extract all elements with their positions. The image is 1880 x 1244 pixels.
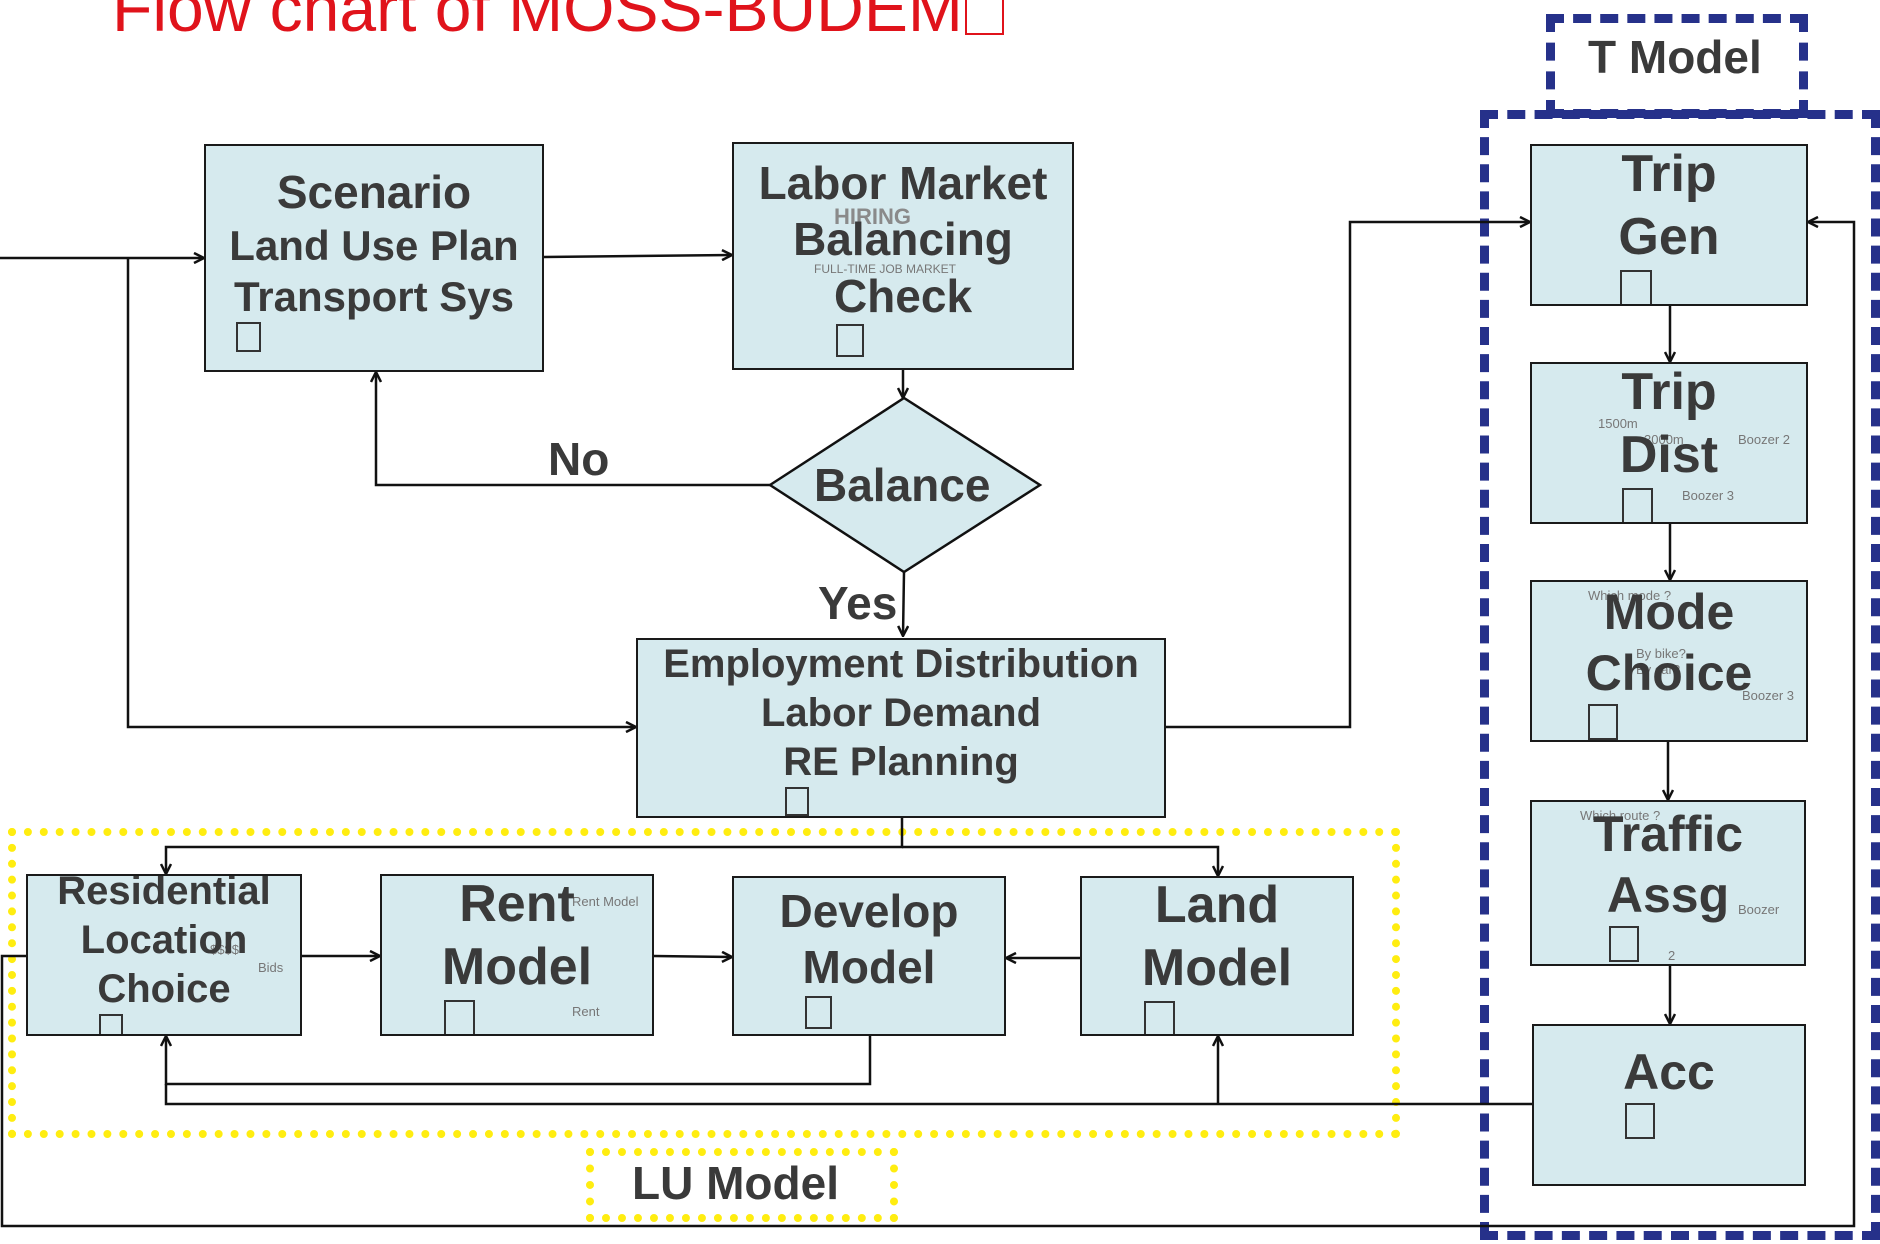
- edge-employment-residential: [166, 818, 904, 874]
- mode-choice-box: Which mode ? By bike? By car? Boozer 3 M…: [1530, 580, 1808, 742]
- edge-rent-develop: [653, 956, 732, 957]
- lu-model-label: LU Model: [632, 1157, 839, 1209]
- traffic-assg-box: Which route ? Boozer 2 Traffic Assg: [1530, 800, 1806, 966]
- scenario-box: Scenario Land Use Plan Transport Sys: [204, 144, 544, 372]
- lu-model-frame: [8, 828, 1400, 1138]
- edge-employment-land: [902, 845, 1218, 876]
- lu-model-label-box: [586, 1148, 898, 1222]
- edge-input-employment: [126, 258, 636, 727]
- acc-box: Acc: [1532, 1024, 1806, 1186]
- residential-location-box: $$$$ Bids Residential Location Choice: [26, 874, 302, 1036]
- trip-gen-box: Trip Gen: [1530, 144, 1808, 306]
- edge-luframe-loop: [0, 222, 1856, 1228]
- land-model-box: Land Model: [1080, 876, 1354, 1036]
- no-label: No: [548, 433, 610, 485]
- balance-label: Balance: [814, 459, 991, 511]
- labor-market-box: HIRING FULL-TIME JOB MARKET Labor Market…: [732, 142, 1074, 370]
- t-model-label: T Model: [1588, 31, 1762, 83]
- t-model-label-box: [1546, 14, 1808, 118]
- edge-scenario-labor: [543, 255, 732, 257]
- rent-model-box: Rent Model Rent Rent Model: [380, 874, 654, 1036]
- edge-balance-no: [376, 372, 770, 487]
- edge-employment-tripgen: [1166, 222, 1530, 729]
- trip-dist-box: 1500m 3000m Boozer 2 Boozer 3 Trip Dist: [1530, 362, 1808, 524]
- edge-develop-residential: [166, 1036, 872, 1086]
- edge-balance-yes: [903, 571, 904, 636]
- balance-diamond: [767, 396, 1043, 574]
- page-title: Flow chart of MOSS-BUDEM: [112, 0, 1005, 46]
- yes-label: Yes: [818, 577, 898, 629]
- develop-model-box: Develop Model: [732, 876, 1006, 1036]
- edge-acc-residential: [164, 1084, 1532, 1106]
- employment-box: Employment Distribution Labor Demand RE …: [636, 638, 1166, 818]
